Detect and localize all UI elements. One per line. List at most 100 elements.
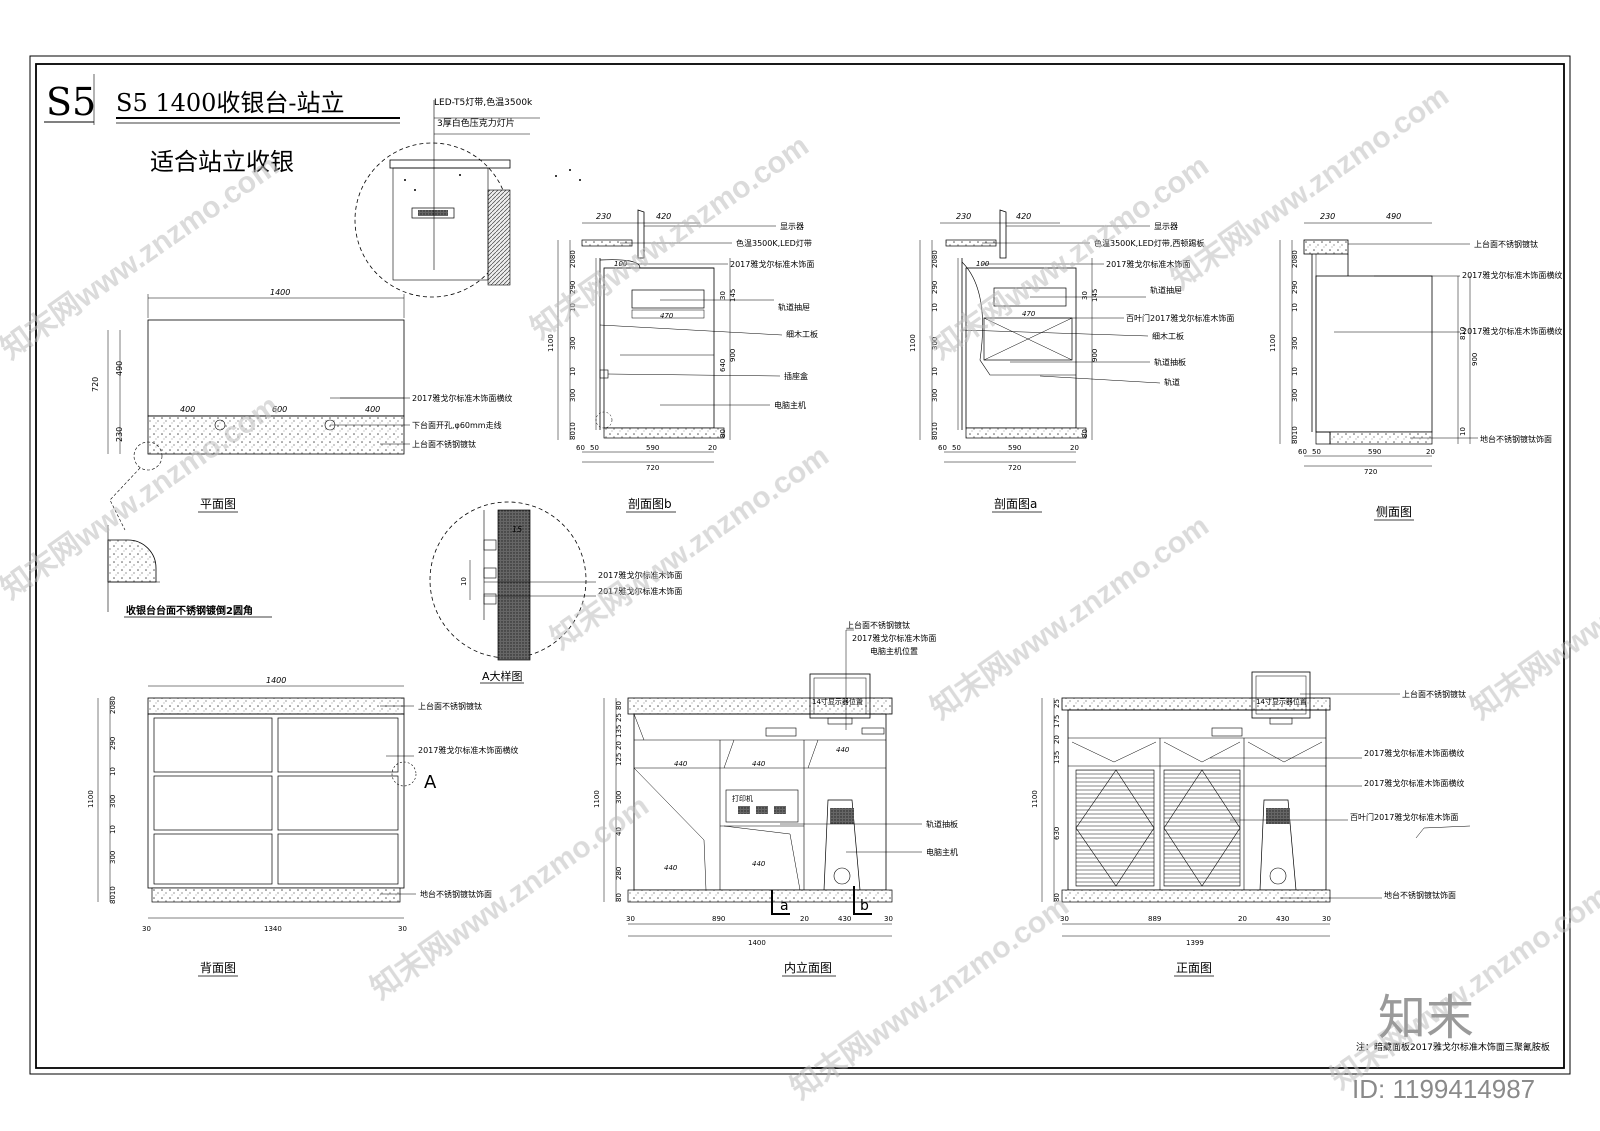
section-a-caption: 剖面图a <box>994 497 1037 511</box>
detail-a: 15 10 2017雅戈尔标准木饰面 2017雅戈尔标准木饰面 A大样图 <box>429 501 682 684</box>
front-elevation: 14寸显示器位置 25 175 20 135 1100 630 80 30 88… <box>1031 671 1471 977</box>
svg-text:知末网www.znzmo.com: 知末网www.znzmo.com <box>1165 79 1455 296</box>
svg-text:细木工板: 细木工板 <box>786 329 818 339</box>
svg-text:290: 290 <box>931 281 939 294</box>
corner-detail-label: 收银台台面不锈钢镀倒2圆角 <box>126 604 253 617</box>
svg-text:10: 10 <box>1291 367 1299 376</box>
svg-text:590: 590 <box>646 444 659 452</box>
svg-text:色温3500K,LED灯带,西顿踢板: 色温3500K,LED灯带,西顿踢板 <box>1094 238 1204 248</box>
svg-text:25: 25 <box>615 713 623 722</box>
svg-text:20: 20 <box>1070 444 1079 452</box>
svg-text:2080: 2080 <box>569 250 577 268</box>
svg-text:810: 810 <box>1459 327 1467 340</box>
svg-text:630: 630 <box>1053 827 1061 840</box>
svg-text:600: 600 <box>272 405 287 414</box>
svg-text:490: 490 <box>1386 212 1401 221</box>
svg-text:20: 20 <box>800 915 809 923</box>
svg-text:40: 40 <box>615 827 623 836</box>
plan-label-1: 2017雅戈尔标准木饰面横纹 <box>412 393 512 403</box>
svg-text:1400: 1400 <box>748 939 766 947</box>
svg-text:30: 30 <box>626 915 635 923</box>
svg-text:10: 10 <box>109 825 117 834</box>
drawing-note: 注：暗藏面板2017雅戈尔标准木饰面三聚氰胺板 <box>1356 1041 1550 1053</box>
detail-marker-a: A <box>424 772 437 793</box>
inner-elevation: 打印机 14寸显示器位置 80 25 135 20 125 1100 300 4… <box>593 620 958 977</box>
svg-text:8010: 8010 <box>1291 426 1299 444</box>
svg-text:轨道: 轨道 <box>1164 377 1180 387</box>
svg-text:60: 60 <box>1298 448 1307 456</box>
svg-text:2017雅戈尔标准木饰面: 2017雅戈尔标准木饰面 <box>852 633 936 643</box>
svg-text:590: 590 <box>1368 448 1381 456</box>
svg-text:2080: 2080 <box>1291 250 1299 268</box>
svg-text:知末网www.znzmo.com: 知末网www.znzmo.com <box>545 439 835 656</box>
section-b: 230 420 2080 290 10 1100 300 10 300 8010… <box>547 209 818 513</box>
sheet-title: S5 1400收银台-站立 <box>116 89 345 117</box>
svg-text:2017雅戈尔标准木饰面横纹: 2017雅戈尔标准木饰面横纹 <box>1462 326 1562 336</box>
svg-text:80: 80 <box>719 429 727 438</box>
svg-text:知末网www.znzmo.com: 知末网www.znzmo.com <box>365 789 655 1006</box>
svg-text:50: 50 <box>1312 448 1321 456</box>
svg-text:440: 440 <box>752 860 766 868</box>
svg-text:30: 30 <box>1322 915 1331 923</box>
side-view-caption: 侧面图 <box>1376 505 1412 519</box>
title-block: S5 S5 1400收银台-站立 适合站立收银 <box>44 74 400 176</box>
svg-text:30: 30 <box>398 925 407 933</box>
svg-text:20: 20 <box>1426 448 1435 456</box>
svg-text:145: 145 <box>729 289 737 302</box>
svg-text:2017雅戈尔标准木饰面: 2017雅戈尔标准木饰面 <box>598 570 682 580</box>
svg-text:知末网www.znzmo.com: 知末网www.znzmo.com <box>785 889 1075 1106</box>
svg-text:轨道抽屉: 轨道抽屉 <box>778 302 810 312</box>
svg-text:2017雅戈尔标准木饰面横纹: 2017雅戈尔标准木饰面横纹 <box>1462 270 1562 280</box>
plan-caption: 平面图 <box>200 497 236 511</box>
svg-text:300: 300 <box>109 795 117 808</box>
svg-text:20: 20 <box>708 444 717 452</box>
svg-text:80: 80 <box>1053 893 1061 902</box>
corner-detail: 收银台台面不锈钢镀倒2圆角 <box>107 525 272 618</box>
svg-text:8010: 8010 <box>931 422 939 440</box>
svg-text:280: 280 <box>615 867 623 880</box>
svg-text:400: 400 <box>365 405 380 414</box>
svg-text:440: 440 <box>836 746 850 754</box>
svg-text:420: 420 <box>1016 212 1031 221</box>
svg-text:300: 300 <box>1291 337 1299 350</box>
plan-label-3: 上台面不锈钢镀钛 <box>412 439 476 449</box>
svg-text:470: 470 <box>660 312 674 320</box>
svg-text:60: 60 <box>576 444 585 452</box>
svg-text:2080: 2080 <box>109 696 117 714</box>
svg-text:430: 430 <box>838 915 851 923</box>
svg-text:细木工板: 细木工板 <box>1152 331 1184 341</box>
svg-text:电脑主机位置: 电脑主机位置 <box>870 646 918 656</box>
section-a: 230 420 2080 290 10 1100 300 10 300 8010… <box>909 209 1234 513</box>
svg-text:色温3500K,LED灯带: 色温3500K,LED灯带 <box>736 238 812 248</box>
back-view: 1400 2080 290 10 1100 300 10 300 8010 30… <box>87 676 518 977</box>
svg-text:230: 230 <box>1320 212 1335 221</box>
svg-text:400: 400 <box>180 405 195 414</box>
svg-text:2017雅戈尔标准木饰面横纹: 2017雅戈尔标准木饰面横纹 <box>418 745 518 755</box>
svg-text:15: 15 <box>512 525 522 534</box>
svg-text:电脑主机: 电脑主机 <box>774 400 806 410</box>
svg-text:知末网www.znzmo.com: 知末网www.znzmo.com <box>925 509 1215 726</box>
svg-text:14寸显示器位置: 14寸显示器位置 <box>812 697 863 706</box>
section-b-caption: 剖面图b <box>628 497 672 511</box>
svg-text:上台面不锈钢镀钛: 上台面不锈钢镀钛 <box>1402 689 1466 699</box>
svg-text:80: 80 <box>1081 429 1089 438</box>
svg-text:上台面不锈钢镀钛: 上台面不锈钢镀钛 <box>418 701 482 711</box>
svg-text:2017雅戈尔标准木饰面横纹: 2017雅戈尔标准木饰面横纹 <box>1364 748 1464 758</box>
svg-text:1399: 1399 <box>1186 939 1204 947</box>
svg-text:10: 10 <box>460 577 468 586</box>
svg-text:230: 230 <box>956 212 971 221</box>
watermark-id: ID: 1199414987 <box>1352 1074 1535 1104</box>
svg-text:720: 720 <box>646 464 659 472</box>
svg-text:889: 889 <box>1148 915 1161 923</box>
svg-text:890: 890 <box>712 915 725 923</box>
svg-text:2017雅戈尔标准木饰面: 2017雅戈尔标准木饰面 <box>598 586 682 596</box>
svg-text:60: 60 <box>938 444 947 452</box>
svg-text:10: 10 <box>1459 427 1467 436</box>
svg-text:80: 80 <box>615 701 623 710</box>
svg-text:135: 135 <box>615 725 623 738</box>
svg-text:640: 640 <box>719 359 727 372</box>
svg-text:2017雅戈尔标准木饰面横纹: 2017雅戈尔标准木饰面横纹 <box>1364 778 1464 788</box>
outer-frame <box>29 55 1571 1075</box>
svg-text:知末网www.znzmo.com: 知末网www.znzmo.com <box>1325 879 1600 1096</box>
